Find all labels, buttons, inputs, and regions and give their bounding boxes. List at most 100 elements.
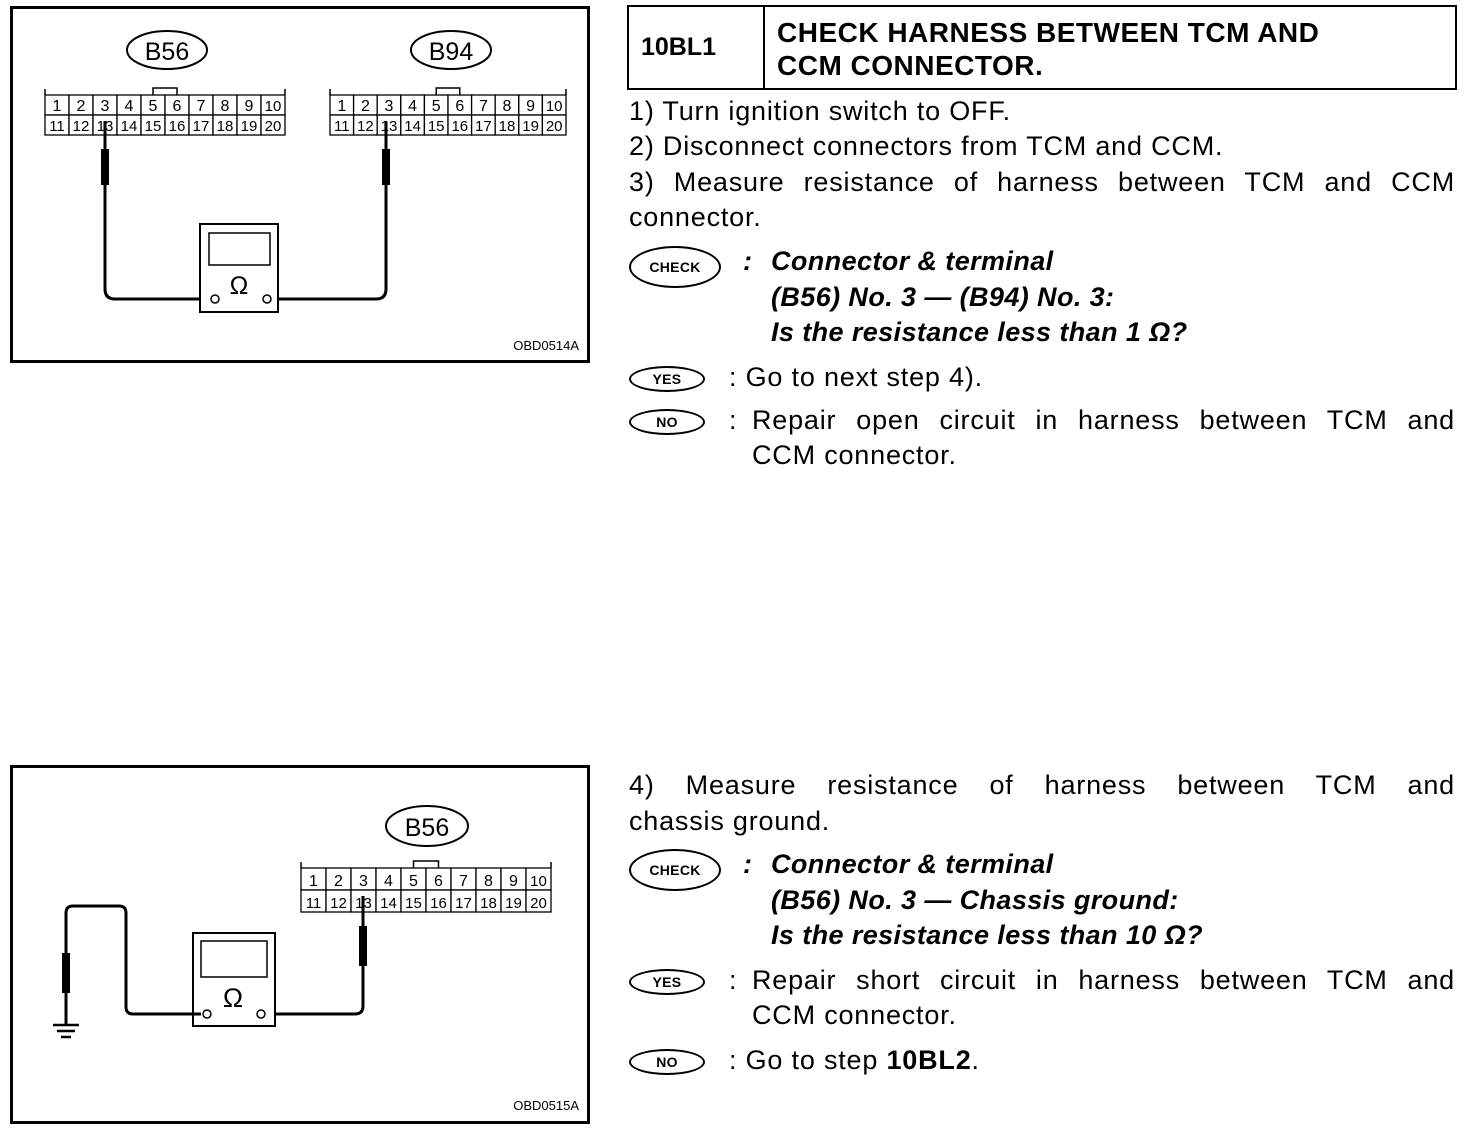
pin-number: 6 (455, 98, 464, 115)
pin-number: 14 (404, 118, 421, 135)
pin-number: 19 (505, 895, 522, 912)
pin-number: 8 (221, 98, 230, 115)
pin-number: 6 (173, 98, 182, 115)
pin-number: 7 (479, 98, 488, 115)
wire-connector (265, 966, 365, 1016)
instruction-step-1: 1) Turn ignition switch to OFF. (629, 96, 1011, 126)
yes-result-2-line1: Repair short circuit in harness between … (752, 965, 1455, 995)
pin-number: 20 (546, 118, 563, 135)
pin-number: 12 (357, 118, 374, 135)
connector-label-b94: B94 (429, 38, 474, 66)
pin-number: 18 (217, 118, 234, 135)
wire-ground (64, 904, 201, 1016)
pin-number: 3 (101, 98, 110, 115)
pin-number: 1 (337, 98, 346, 115)
pin-number: 16 (451, 118, 468, 135)
step-title-line2: CCM CONNECTOR. (777, 50, 1044, 81)
connector-label-b56: B56 (145, 38, 189, 66)
pin-number: 17 (475, 118, 492, 135)
step-id: 10BL1 (629, 7, 765, 88)
pin-cell (525, 889, 552, 913)
pin-number: 16 (169, 118, 186, 135)
pin-number: 5 (149, 98, 158, 115)
check-criteria-2: Connector & terminal (B56) No. 3 — Chass… (771, 847, 1203, 954)
check-line-3: Is the resistance less than 1 Ω? (771, 317, 1188, 347)
diagram-svg: B56 B94 1234567891011121314151617181920 … (44, 30, 579, 353)
pin-number: 1 (309, 873, 318, 890)
pin-number: 7 (459, 873, 468, 890)
check-badge: CHECK (629, 849, 721, 891)
pin-number: 20 (530, 895, 547, 912)
pin-number: 3 (385, 98, 394, 115)
pin-number: 4 (125, 98, 134, 115)
ground-symbol (53, 1023, 79, 1039)
pin-number: 2 (334, 873, 343, 890)
figure-code: OBD0514A (513, 338, 579, 353)
figure-code: OBD0515A (513, 1098, 579, 1113)
connector-label-b56: B56 (405, 814, 449, 842)
pin-number: 20 (265, 118, 282, 135)
probe-ground (62, 953, 70, 993)
instruction-step-3-cont: connector. (629, 202, 762, 232)
yes-result-2-line2: CCM connector. (752, 1000, 957, 1030)
pin-number: 10 (265, 98, 282, 115)
pin-number: 4 (384, 873, 393, 890)
pin-number: 18 (480, 895, 497, 912)
ohm-symbol: Ω (230, 272, 249, 300)
no-result-1-line1: Repair open circuit in harness between T… (752, 405, 1455, 435)
next-step-ref: 10BL2 (886, 1045, 972, 1075)
ohm-symbol: Ω (223, 983, 243, 1013)
pin-number: 10 (530, 873, 547, 890)
pin-number: 14 (121, 118, 138, 135)
check-badge: CHECK (629, 246, 721, 288)
yes-badge: YES (629, 969, 705, 995)
pin-number: 13 (381, 118, 398, 135)
pin-number: 4 (408, 98, 417, 115)
pin-number: 18 (499, 118, 516, 135)
pin-number: 11 (49, 118, 65, 135)
instruction-step-4: 4) Measure resistance of harness between… (629, 770, 1455, 800)
pin-number: 11 (334, 118, 350, 135)
pin-number: 19 (241, 118, 258, 135)
pin-cell (541, 114, 567, 136)
pin-number: 10 (546, 98, 563, 115)
pin-number: 1 (53, 98, 62, 115)
pin-number: 5 (409, 873, 418, 890)
check-line-2: (B56) No. 3 — (B94) No. 3: (771, 281, 1115, 312)
pin-number: 8 (503, 98, 512, 115)
ohmmeter: Ω (199, 223, 279, 313)
probe-connector (359, 926, 367, 966)
pin-number: 17 (193, 118, 210, 135)
pin-number: 15 (145, 118, 162, 135)
probe-left (101, 149, 109, 185)
pin-number: 11 (306, 895, 322, 912)
pin-number: 8 (484, 873, 493, 890)
no-badge: NO (629, 1049, 705, 1075)
step-title: CHECK HARNESS BETWEEN TCM AND CCM CONNEC… (765, 7, 1455, 88)
pin-number: 2 (77, 98, 86, 115)
pin-number: 17 (455, 895, 472, 912)
no-badge: NO (629, 409, 705, 435)
pin-number: 15 (405, 895, 422, 912)
yes-result-1: : Go to next step 4). (729, 362, 983, 392)
check-line-1: Connector & terminal (771, 849, 1054, 879)
pin-number: 16 (430, 895, 447, 912)
probe-right (382, 149, 390, 185)
instruction-step-4-cont: chassis ground. (629, 806, 831, 836)
check-line-1: Connector & terminal (771, 246, 1054, 276)
pin-number: 7 (197, 98, 206, 115)
no-text-suffix: . (971, 1045, 980, 1075)
yes-badge: YES (629, 366, 705, 392)
pin-number: 3 (359, 873, 368, 890)
wire-right (273, 185, 388, 301)
ohmmeter: Ω (192, 932, 276, 1027)
instruction-step-3: 3) Measure resistance of harness between… (629, 167, 1455, 197)
pin-number: 15 (428, 118, 445, 135)
pin-number: 12 (73, 118, 90, 135)
check-line-2: (B56) No. 3 — Chassis ground: (771, 884, 1179, 915)
pin-number: 9 (526, 98, 535, 115)
